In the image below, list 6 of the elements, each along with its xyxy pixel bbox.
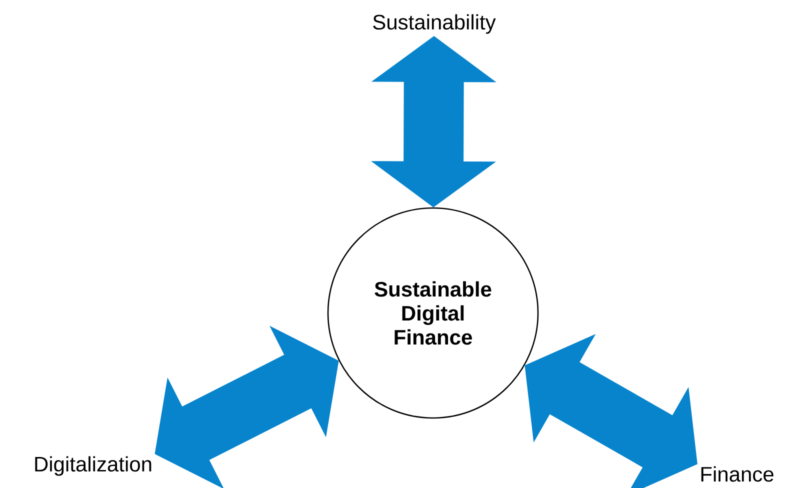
double-arrow bbox=[154, 326, 339, 488]
label-text: Sustainability bbox=[373, 14, 496, 34]
double-arrow bbox=[524, 334, 698, 488]
label-text: Digitalization bbox=[35, 456, 152, 476]
double-arrow bbox=[371, 36, 496, 208]
label-text: Finance bbox=[701, 466, 774, 482]
